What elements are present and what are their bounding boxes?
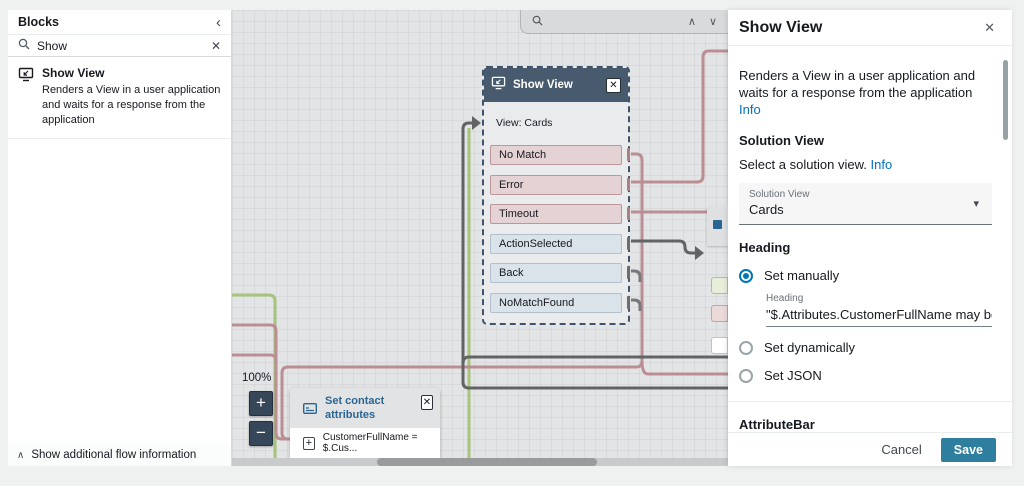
sidebar-title: Blocks <box>18 15 59 29</box>
blocks-search-row: ✕ <box>8 35 231 57</box>
branch-label: Error <box>499 178 524 191</box>
hidden-block-branch <box>711 305 728 322</box>
hint-text: Select a solution view. <box>739 157 867 172</box>
branch-label: No Match <box>499 149 547 161</box>
flow-canvas[interactable]: ∧ ∨ Show View ✕ View: Cards No Match Err… <box>232 10 728 466</box>
close-icon[interactable]: ✕ <box>606 77 621 93</box>
chevron-up-icon: ∧ <box>17 449 25 461</box>
radio-label: Set manually <box>764 268 840 283</box>
heading-set-manually-option[interactable]: Set manually <box>739 268 992 283</box>
branch-label: Back <box>499 267 524 279</box>
info-link[interactable]: Info <box>870 157 893 172</box>
panel-scrollbar-thumb[interactable] <box>1003 60 1008 140</box>
connector-stub[interactable] <box>627 236 630 250</box>
zoom-level: 100% <box>242 372 272 384</box>
show-view-block-header[interactable]: Show View ✕ <box>484 68 628 102</box>
radio-selected-icon[interactable] <box>739 268 753 283</box>
panel-body: Renders a View in a user application and… <box>728 47 1012 432</box>
select-label: Solution View <box>749 189 810 200</box>
block-result-show-view[interactable]: Show View Renders a View in a user appli… <box>8 57 231 139</box>
search-icon <box>18 37 30 55</box>
description-text: Renders a View in a user application and… <box>739 68 976 100</box>
cancel-button[interactable]: Cancel <box>881 442 922 457</box>
zoom-out-button[interactable]: − <box>249 421 273 446</box>
branch-error[interactable]: Error <box>490 174 630 195</box>
close-icon[interactable]: ✕ <box>420 395 433 410</box>
radio-icon[interactable] <box>739 368 753 383</box>
block-result-description: Renders a View in a user application and… <box>42 84 221 126</box>
heading-input[interactable]: Heading "$.Attributes.CustomerFullName m… <box>766 293 992 327</box>
connector-stub[interactable] <box>627 148 630 161</box>
show-view-icon <box>491 76 506 95</box>
block-icon <box>713 220 722 229</box>
search-prev-icon[interactable]: ∧ <box>687 16 696 28</box>
branch-back[interactable]: Back <box>490 263 630 283</box>
block-description: Renders a View in a user application and… <box>739 67 992 118</box>
flow-info-label: Show additional flow information <box>31 449 197 461</box>
info-link[interactable]: Info <box>739 102 761 117</box>
close-icon[interactable]: ✕ <box>984 19 995 35</box>
sidebar-collapse-icon[interactable]: ‹ <box>216 13 221 31</box>
connector-stub[interactable] <box>627 266 630 279</box>
canvas-search-bar[interactable]: ∧ ∨ <box>520 10 728 34</box>
attribute-bar-section-title: AttributeBar <box>739 417 815 432</box>
branch-no-match[interactable]: No Match <box>490 145 630 165</box>
clear-search-icon[interactable]: ✕ <box>210 38 221 53</box>
search-icon <box>532 13 543 31</box>
block-result-title: Show View <box>42 66 105 80</box>
section-divider <box>728 401 1012 402</box>
panel-title: Show View <box>739 18 823 36</box>
heading-set-dynamically-option[interactable]: Set dynamically <box>739 340 992 355</box>
caret-down-icon: ▾ <box>973 198 979 210</box>
branch-label: ActionSelected <box>499 237 573 250</box>
zoom-in-button[interactable]: + <box>249 391 273 416</box>
contact-attributes-icon <box>302 395 318 419</box>
heading-set-json-option[interactable]: Set JSON <box>739 368 992 383</box>
panel-footer: Cancel Save <box>728 432 1012 466</box>
search-next-icon[interactable]: ∨ <box>708 16 717 28</box>
hidden-block-branch <box>711 277 728 294</box>
solution-view-hint: Select a solution view. Info <box>739 157 992 172</box>
set-contact-attributes-header[interactable]: Set contact attributes ✕ <box>290 388 440 428</box>
save-button[interactable]: Save <box>940 437 996 462</box>
attribute-row[interactable]: + CustomerFullName = $.Cus... <box>290 428 440 458</box>
select-value: Cards <box>749 202 784 217</box>
show-flow-info-toggle[interactable]: ∧ Show additional flow information <box>8 444 231 466</box>
heading-section-title: Heading <box>739 240 791 255</box>
connector-stub[interactable] <box>627 207 630 220</box>
input-label: Heading <box>766 293 804 304</box>
canvas-horizontal-scrollbar[interactable] <box>232 458 728 466</box>
radio-icon[interactable] <box>739 340 753 355</box>
show-view-block[interactable]: Show View ✕ View: Cards No Match Error T… <box>482 66 630 325</box>
branch-label: Timeout <box>499 208 539 220</box>
block-title: Set contact attributes <box>325 395 385 421</box>
view-label: View: Cards <box>496 117 553 129</box>
branch-timeout[interactable]: Timeout <box>490 204 630 224</box>
branch-no-match-found[interactable]: NoMatchFound <box>490 292 630 313</box>
show-view-icon <box>18 66 34 128</box>
set-contact-attributes-block[interactable]: Set contact attributes ✕ + CustomerFullN… <box>290 388 440 458</box>
solution-view-heading: Solution View <box>739 133 824 148</box>
connector-stub[interactable] <box>627 177 630 191</box>
input-value: "$.Attributes.CustomerFullName may be co… <box>766 307 992 322</box>
show-view-properties-panel: Show View ✕ Renders a View in a user app… <box>728 10 1012 466</box>
blocks-search-input[interactable] <box>37 38 204 53</box>
branch-label: NoMatchFound <box>499 296 575 309</box>
panel-header: Show View ✕ <box>728 10 1012 46</box>
hidden-block-branch <box>711 337 728 354</box>
blocks-sidebar-header: Blocks ‹ <box>8 10 231 35</box>
branch-action-selected[interactable]: ActionSelected <box>490 233 630 254</box>
add-icon: + <box>303 436 315 450</box>
radio-label: Set dynamically <box>764 340 856 355</box>
block-title: Show View <box>513 79 573 91</box>
radio-label: Set JSON <box>764 368 822 383</box>
attribute-value: CustomerFullName = $.Cus... <box>322 432 418 454</box>
scrollbar-thumb[interactable] <box>377 458 597 466</box>
hidden-block-header[interactable] <box>707 206 728 246</box>
connector-stub[interactable] <box>627 295 630 309</box>
solution-view-select[interactable]: Solution View Cards ▾ <box>739 183 992 225</box>
blocks-sidebar: Blocks ‹ ✕ Show View Renders a View in a… <box>8 10 232 466</box>
